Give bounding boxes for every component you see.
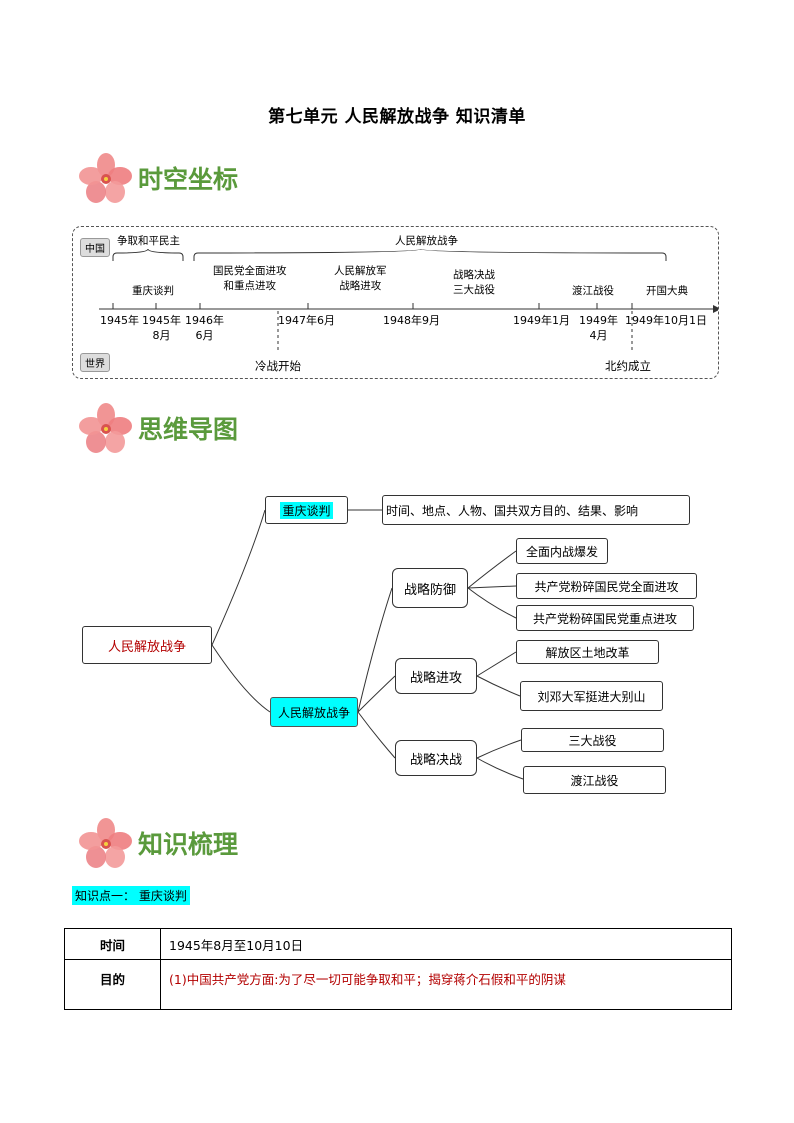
timeline-panel: 中国 世界 争取和平民主 人民解放战争 重庆谈判 国民党全面进攻 和重点进攻 人… xyxy=(72,226,719,379)
event-founding: 开国大典 xyxy=(646,285,688,297)
mindmap-chongqing: 重庆谈判 xyxy=(265,496,348,524)
year-1946: 1946年 6月 xyxy=(185,314,224,342)
mindmap-defense-item: 共产党粉碎国民党重点进攻 xyxy=(516,605,694,631)
year-1948: 1948年9月 xyxy=(383,314,440,327)
bracket-left-label: 争取和平民主 xyxy=(117,235,180,247)
table-cell-purpose: (1)中国共产党方面:为了尽一切可能争取和平；揭穿蒋介石假和平的阴谋 xyxy=(160,959,732,1010)
mindmap-offense: 战略进攻 xyxy=(395,658,477,694)
bracket-right xyxy=(193,248,667,261)
table-header-time: 时间 xyxy=(64,928,161,960)
mindmap-decisive-item: 三大战役 xyxy=(521,728,664,752)
mindmap-decisive: 战略决战 xyxy=(395,740,477,776)
mind-map-connectors xyxy=(211,509,524,780)
table-row: 时间 1945年8月至10月10日 xyxy=(64,928,732,960)
event-chongqing: 重庆谈判 xyxy=(132,285,174,297)
knowledge-table: 时间 1945年8月至10月10日 目的 (1)中国共产党方面:为了尽一切可能争… xyxy=(64,928,732,1010)
section-title: 思维导图 xyxy=(138,415,239,444)
flower-icon xyxy=(79,403,132,453)
mind-map: 人民解放战争 重庆谈判 时间、地点、人物、国共双方目的、结果、影响 人民解放战争… xyxy=(0,480,794,810)
year-1949b: 1949年 4月 xyxy=(579,314,618,342)
mindmap-decisive-item: 渡江战役 xyxy=(523,766,666,794)
world-tag: 世界 xyxy=(80,353,110,372)
mindmap-offense-item: 解放区土地改革 xyxy=(516,640,659,664)
table-cell-time: 1945年8月至10月10日 xyxy=(160,928,732,960)
event-decisive: 战略决战 三大战役 xyxy=(453,269,495,296)
table-header-purpose: 目的 xyxy=(64,959,161,1010)
year-1949a: 1949年1月 xyxy=(513,314,570,327)
world-event-cold-war: 冷战开始 xyxy=(255,359,301,373)
year-1945a: 1945年 xyxy=(100,314,139,327)
mindmap-chongqing-detail: 时间、地点、人物、国共双方目的、结果、影响 xyxy=(382,495,690,525)
year-1947: 1947年6月 xyxy=(278,314,335,327)
mindmap-war: 人民解放战争 xyxy=(270,697,358,727)
mindmap-defense-item: 共产党粉碎国民党全面进攻 xyxy=(516,573,697,599)
section-heading-timeline: 时空坐标 xyxy=(78,152,278,206)
section-heading-knowledge: 知识梳理 xyxy=(78,817,278,871)
section-title: 知识梳理 xyxy=(138,830,239,859)
mindmap-root: 人民解放战争 xyxy=(82,626,212,664)
bracket-right-label: 人民解放战争 xyxy=(395,235,458,247)
bracket-left xyxy=(112,248,184,261)
year-1949c: 1949年10月1日 xyxy=(625,314,707,327)
flower-icon xyxy=(79,153,132,203)
event-crossing: 渡江战役 xyxy=(572,285,614,297)
mindmap-defense-item: 全面内战爆发 xyxy=(516,538,608,564)
mindmap-offense-item: 刘邓大军挺进大别山 xyxy=(520,681,663,711)
axis-arrow xyxy=(713,305,718,313)
section-heading-mindmap: 思维导图 xyxy=(78,402,278,456)
event-kmt-attack: 国民党全面进攻 和重点进攻 xyxy=(213,265,287,292)
mindmap-defense: 战略防御 xyxy=(392,568,468,608)
page-title: 第七单元 人民解放战争 知识清单 xyxy=(268,107,526,127)
section-title: 时空坐标 xyxy=(138,165,239,194)
china-tag: 中国 xyxy=(80,238,110,257)
table-row: 目的 (1)中国共产党方面:为了尽一切可能争取和平；揭穿蒋介石假和平的阴谋 xyxy=(64,959,732,1010)
knowledge-point-label: 知识点一： 重庆谈判 xyxy=(72,886,190,905)
timeline-axis xyxy=(99,248,718,353)
flower-icon xyxy=(79,818,132,868)
world-event-nato: 北约成立 xyxy=(605,359,651,373)
event-pla-offensive: 人民解放军 战略进攻 xyxy=(334,265,387,292)
year-1945b: 1945年 8月 xyxy=(142,314,181,342)
